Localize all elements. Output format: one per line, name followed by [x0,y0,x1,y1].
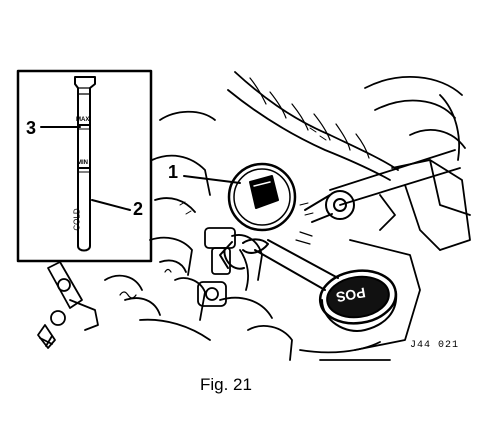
dipstick-max-mark: MAX [76,117,90,123]
inset-box [16,69,153,263]
figure-caption: Fig. 21 [200,375,252,394]
hose-clamp [295,190,355,245]
leader-2 [91,199,131,211]
engine-background [37,71,471,361]
reference-code: J44 021 [410,340,460,351]
pos-cap [318,269,398,332]
dipstick-cold-mark: COLD [72,208,82,231]
leader-lines [40,126,241,211]
dipstick-min-mark: MIN [77,160,88,166]
callout-3: 3 [26,118,37,138]
dipstick-tube [219,238,339,291]
filler-cap [227,162,297,232]
callout-1: 1 [168,162,179,182]
leader-1 [183,175,241,184]
callout-2: 2 [133,199,144,219]
